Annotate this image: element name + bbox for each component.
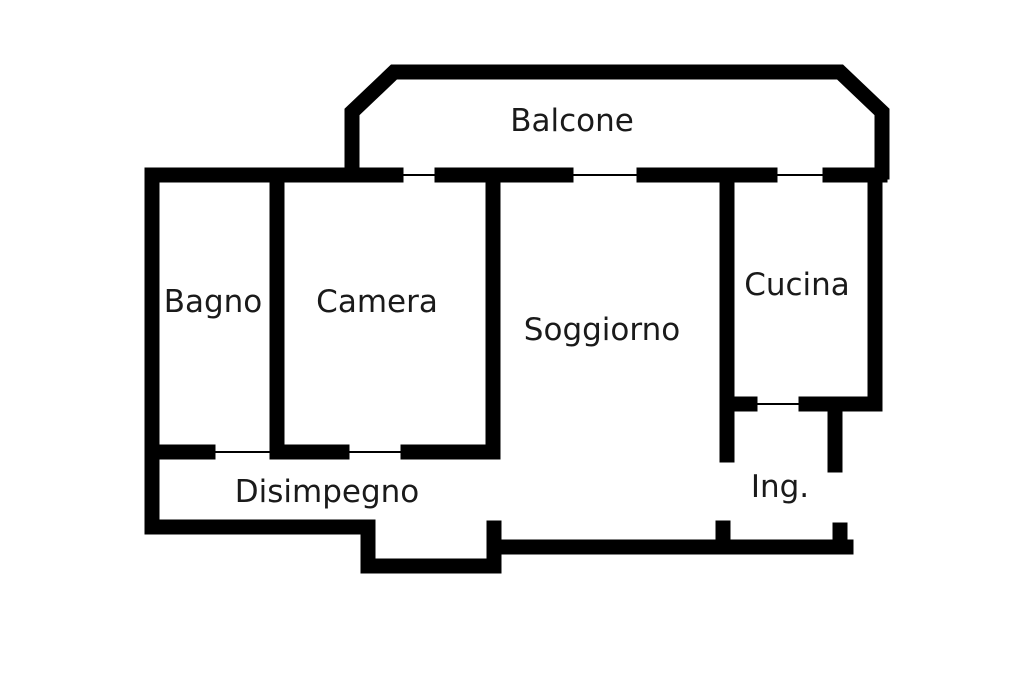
balcony-wall <box>344 64 890 180</box>
room-label-bagno: Bagno <box>164 284 263 320</box>
room-label-ingresso: Ing. <box>751 469 809 505</box>
room-label-disimpegno: Disimpegno <box>235 474 420 510</box>
room-label-camera: Camera <box>316 284 438 320</box>
bottom-left-wall <box>144 519 502 574</box>
room-label-balcone: Balcone <box>510 103 634 139</box>
room-label-cucina: Cucina <box>744 267 850 303</box>
room-label-soggiorno: Soggiorno <box>524 312 680 348</box>
bottom-wall <box>486 520 854 574</box>
